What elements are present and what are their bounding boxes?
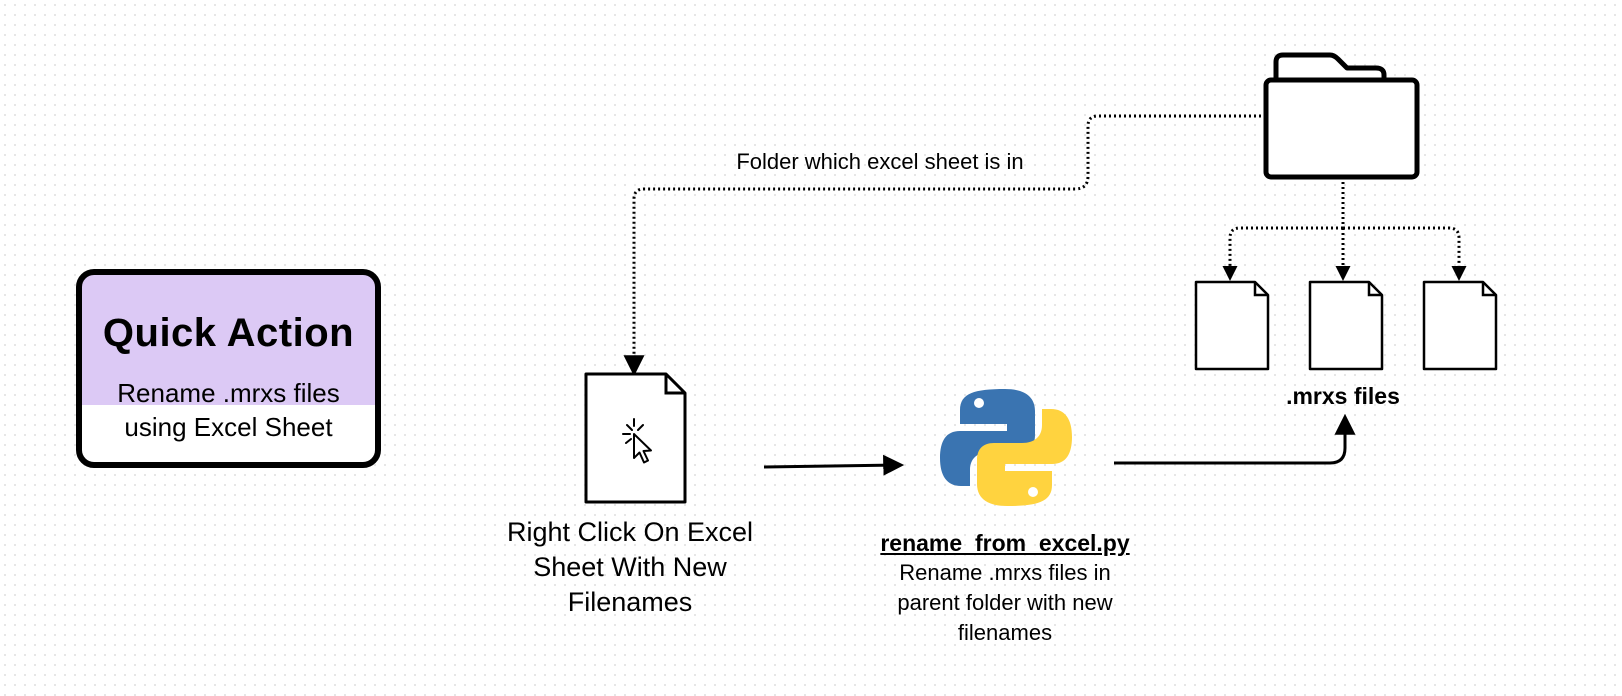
script-to-files-arrow	[1114, 413, 1356, 465]
script-desc-line3: filenames	[957, 620, 1053, 645]
output-file-3	[1422, 280, 1498, 371]
python-logo-icon	[940, 389, 1072, 506]
mrxs-files-label: .mrxs files	[1286, 383, 1400, 409]
quick-action-subtitle: Rename .mrxs files using Excel Sheet	[82, 377, 375, 445]
folder-arrow-label: Folder which excel sheet is in	[736, 149, 1024, 174]
quick-action-card: Quick Action Rename .mrxs files using Ex…	[76, 269, 381, 468]
cursor-click-icon	[622, 418, 652, 464]
script-desc-line1: Rename .mrxs files in	[899, 560, 1111, 585]
output-file-2	[1308, 280, 1384, 371]
quick-action-title: Quick Action	[102, 311, 355, 355]
output-file-1	[1194, 280, 1270, 371]
excel-step-line3: Filenames	[567, 587, 693, 617]
script-filename: rename_from_excel.py	[880, 530, 1130, 556]
folder-icon	[1263, 52, 1420, 180]
script-desc-line2: parent folder with new	[897, 590, 1113, 615]
folder-to-files-connector	[1222, 177, 1467, 281]
excel-step-line1: Right Click On Excel	[506, 517, 754, 547]
folder-to-excel-arrow	[623, 114, 1266, 377]
script-step-caption: rename_from_excel.py Rename .mrxs files …	[855, 528, 1155, 648]
quick-action-subtitle-line1: Rename .mrxs files	[117, 378, 340, 408]
excel-to-script-arrow	[763, 454, 905, 476]
excel-step-caption: Right Click On Excel Sheet With New File…	[480, 515, 780, 620]
quick-action-subtitle-line2: using Excel Sheet	[124, 411, 333, 442]
excel-step-line2: Sheet With New	[533, 552, 727, 582]
